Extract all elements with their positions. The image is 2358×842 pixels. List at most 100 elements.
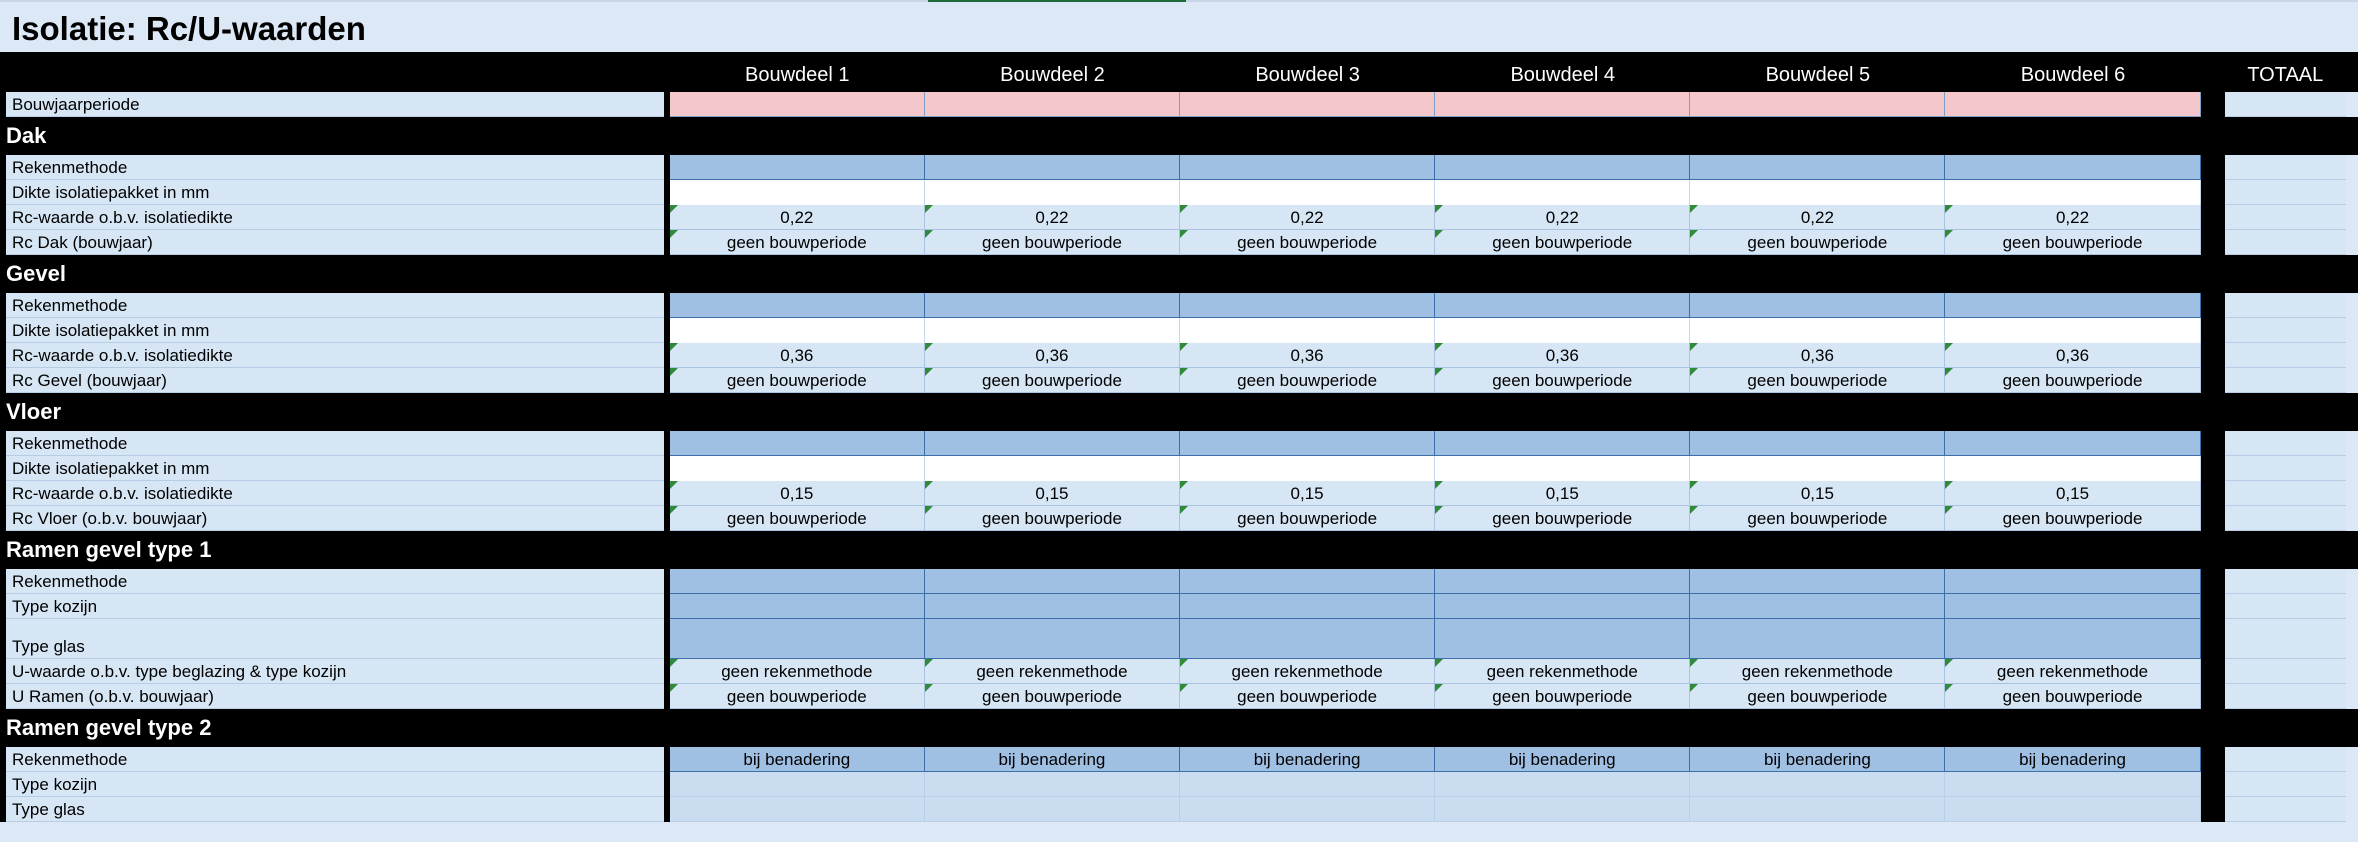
select-cell-6[interactable] — [1945, 797, 2201, 822]
dikte-input-6[interactable] — [1945, 456, 2201, 481]
rekenmethode-select-3[interactable] — [1180, 293, 1436, 318]
rekenmethode-select-2[interactable] — [924, 431, 1181, 456]
rekenmethode-select-1[interactable] — [669, 293, 925, 318]
rekenmethode-select-1[interactable] — [669, 594, 925, 619]
data-grid: Bouwdeel 1 Bouwdeel 2 Bouwdeel 3 Bouwdeel 4… — [0, 52, 2358, 822]
rekenmethode-select-5[interactable] — [1690, 569, 1946, 594]
dikte-input-2[interactable] — [924, 456, 1181, 481]
column-header-bouwdeel-4[interactable]: Bouwdeel 4 — [1510, 64, 1615, 86]
rekenmethode-select-6[interactable] — [1945, 619, 2201, 659]
total-separator — [2200, 506, 2225, 531]
rekenmethode-select-2[interactable]: bij benadering — [924, 747, 1181, 772]
select-cell-2[interactable] — [924, 772, 1181, 797]
column-header-bouwdeel-2[interactable]: Bouwdeel 2 — [1000, 64, 1105, 86]
row-left-edge — [0, 747, 6, 772]
dikte-input-2[interactable] — [924, 180, 1181, 205]
rekenmethode-select-5[interactable] — [1690, 155, 1946, 180]
rekenmethode-select-6[interactable] — [1945, 431, 2201, 456]
rekenmethode-select-1[interactable]: bij benadering — [669, 747, 925, 772]
select-cell-5[interactable] — [1690, 797, 1946, 822]
select-cell-4[interactable] — [1435, 797, 1691, 822]
dikte-input-6[interactable] — [1945, 318, 2201, 343]
total-cell — [2224, 619, 2347, 659]
rekenmethode-select-5[interactable] — [1690, 293, 1946, 318]
total-separator — [2200, 456, 2225, 481]
bouwjaarperiode-select-2[interactable] — [924, 92, 1181, 117]
rekenmethode-select-3[interactable] — [1180, 569, 1436, 594]
total-cell — [2224, 747, 2347, 772]
column-header-bouwdeel-3[interactable]: Bouwdeel 3 — [1255, 64, 1360, 86]
select-cell-1[interactable] — [669, 797, 925, 822]
row-label: Rc-waarde o.b.v. isolatiedikte — [5, 205, 664, 230]
rekenmethode-select-6[interactable] — [1945, 594, 2201, 619]
rekenmethode-select-3[interactable] — [1180, 594, 1436, 619]
bouwjaarperiode-select-1[interactable] — [669, 92, 925, 117]
rekenmethode-select-3[interactable]: bij benadering — [1180, 747, 1436, 772]
dikte-input-1[interactable] — [669, 456, 925, 481]
rekenmethode-select-5[interactable] — [1690, 594, 1946, 619]
rekenmethode-select-2[interactable] — [924, 569, 1181, 594]
rekenmethode-select-1[interactable] — [669, 619, 925, 659]
rekenmethode-select-4[interactable]: bij benadering — [1435, 747, 1691, 772]
select-cell-4[interactable] — [1435, 772, 1691, 797]
dikte-input-3[interactable] — [1180, 180, 1436, 205]
column-header-totaal[interactable]: TOTAAL — [2247, 64, 2324, 86]
rekenmethode-select-3[interactable] — [1180, 619, 1436, 659]
select-cell-3[interactable] — [1180, 797, 1436, 822]
rekenmethode-select-2[interactable] — [924, 155, 1181, 180]
total-separator — [2200, 481, 2225, 506]
dikte-input-5[interactable] — [1690, 318, 1946, 343]
dikte-input-6[interactable] — [1945, 180, 2201, 205]
total-cell — [2224, 456, 2347, 481]
bouwjaarperiode-select-6[interactable] — [1945, 92, 2201, 117]
rekenmethode-select-4[interactable] — [1435, 155, 1691, 180]
dikte-input-4[interactable] — [1435, 180, 1691, 205]
rekenmethode-select-4[interactable] — [1435, 293, 1691, 318]
column-header-bouwdeel-1[interactable]: Bouwdeel 1 — [745, 64, 850, 86]
rekenmethode-select-3[interactable] — [1180, 431, 1436, 456]
label-gap — [663, 619, 670, 659]
error-indicator-icon — [1690, 230, 1699, 238]
rekenmethode-select-4[interactable] — [1435, 594, 1691, 619]
bouwjaarperiode-select-4[interactable] — [1435, 92, 1691, 117]
rekenmethode-select-4[interactable] — [1435, 619, 1691, 659]
rekenmethode-select-1[interactable] — [669, 431, 925, 456]
column-header-bouwdeel-6[interactable]: Bouwdeel 6 — [2020, 64, 2126, 86]
bouwjaarperiode-select-5[interactable] — [1690, 92, 1946, 117]
rekenmethode-select-2[interactable] — [924, 594, 1181, 619]
calculated-value-2: geen bouwperiode — [924, 684, 1181, 709]
rekenmethode-select-6[interactable] — [1945, 293, 2201, 318]
rekenmethode-select-5[interactable]: bij benadering — [1690, 747, 1946, 772]
dikte-input-4[interactable] — [1435, 318, 1691, 343]
rekenmethode-select-4[interactable] — [1435, 431, 1691, 456]
rekenmethode-select-3[interactable] — [1180, 155, 1436, 180]
rekenmethode-select-2[interactable] — [924, 293, 1181, 318]
header-end — [2346, 52, 2358, 92]
dikte-input-5[interactable] — [1690, 180, 1946, 205]
column-header-bouwdeel-5[interactable]: Bouwdeel 5 — [1765, 64, 1871, 86]
dikte-input-4[interactable] — [1435, 456, 1691, 481]
rekenmethode-select-5[interactable] — [1690, 619, 1946, 659]
rekenmethode-select-6[interactable]: bij benadering — [1945, 747, 2201, 772]
rekenmethode-select-4[interactable] — [1435, 569, 1691, 594]
rekenmethode-select-2[interactable] — [924, 619, 1181, 659]
rekenmethode-select-5[interactable] — [1690, 431, 1946, 456]
dikte-input-1[interactable] — [669, 180, 925, 205]
dikte-input-2[interactable] — [924, 318, 1181, 343]
rekenmethode-select-6[interactable] — [1945, 155, 2201, 180]
select-cell-6[interactable] — [1945, 772, 2201, 797]
select-cell-2[interactable] — [924, 797, 1181, 822]
rekenmethode-select-6[interactable] — [1945, 569, 2201, 594]
dikte-input-3[interactable] — [1180, 456, 1436, 481]
rekenmethode-select-1[interactable] — [669, 155, 925, 180]
bouwjaarperiode-select-3[interactable] — [1180, 92, 1436, 117]
row-end — [2346, 456, 2358, 481]
error-indicator-icon — [1435, 506, 1444, 514]
select-cell-5[interactable] — [1690, 772, 1946, 797]
rekenmethode-select-1[interactable] — [669, 569, 925, 594]
dikte-input-3[interactable] — [1180, 318, 1436, 343]
dikte-input-5[interactable] — [1690, 456, 1946, 481]
dikte-input-1[interactable] — [669, 318, 925, 343]
select-cell-1[interactable] — [669, 772, 925, 797]
select-cell-3[interactable] — [1180, 772, 1436, 797]
